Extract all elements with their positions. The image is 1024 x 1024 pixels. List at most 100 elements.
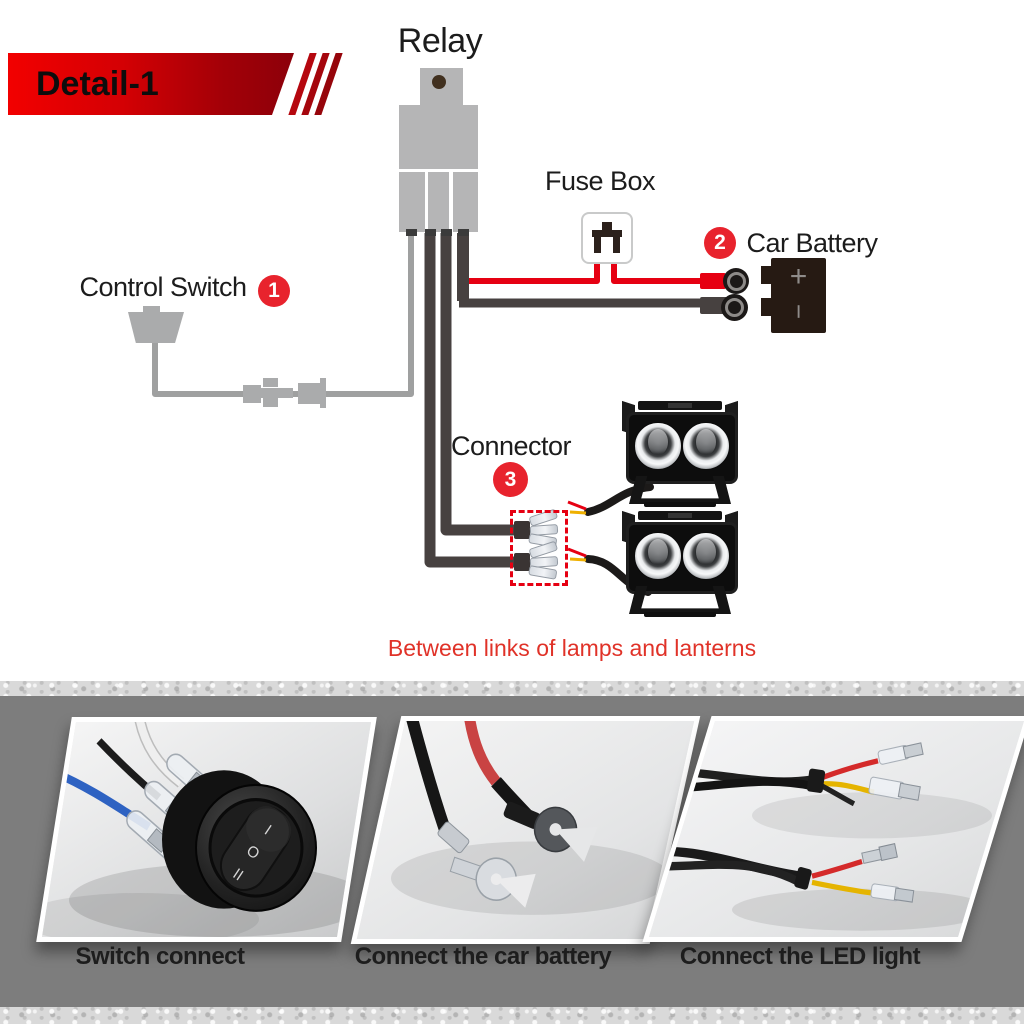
battery-minus-symbol: − — [784, 303, 814, 320]
fork-terminal-silver — [449, 856, 536, 908]
led-lens-left — [634, 422, 682, 470]
fuse-leg-right — [613, 237, 620, 253]
led-lens-left — [634, 532, 682, 580]
photo-shadow — [732, 888, 992, 931]
car-battery-badge: 2 — [704, 227, 736, 259]
led-pod-housing — [626, 522, 738, 594]
battery-plus-symbol: + — [789, 260, 808, 293]
connector-label: Connector — [450, 431, 572, 461]
white-wire — [135, 722, 184, 787]
fuse-leg-left — [594, 237, 601, 253]
lower-tip-red-wire — [567, 547, 587, 558]
relay-socket-3 — [453, 172, 478, 232]
connector-highlight-box — [510, 510, 568, 586]
battery-tab-positive — [761, 266, 772, 284]
car-battery-badge-number: 2 — [714, 231, 726, 254]
battery-photo — [356, 721, 695, 939]
wire-wrap-upper — [806, 768, 826, 793]
red-terminal-block — [700, 273, 726, 289]
spade-terminal-lower-2 — [870, 883, 915, 903]
detail-banner-label: Detail-1 — [36, 64, 159, 103]
lower-tip-yellow-wire — [569, 557, 587, 562]
red-battery-wire — [463, 721, 501, 786]
black-battery-wire — [405, 721, 451, 833]
relay-icon — [398, 66, 480, 240]
led-pod-lower — [616, 510, 744, 620]
photo-background — [648, 721, 1024, 937]
caption-switch-connect: Switch connect — [75, 943, 245, 970]
red-power-wire — [459, 252, 600, 284]
fuse-tab — [602, 222, 612, 231]
relay-socket-2 — [428, 172, 449, 232]
relay-pin-4 — [458, 229, 469, 236]
led-lens-right — [682, 532, 730, 580]
led-pod-housing — [626, 412, 738, 484]
photo-shadow — [41, 892, 259, 937]
led-lens-right — [682, 422, 730, 470]
led-pod-top-notch — [668, 403, 692, 408]
upper-tip-yellow-wire — [569, 510, 587, 515]
yellow-lead-lower — [811, 879, 873, 896]
led-pod-upper — [616, 400, 744, 510]
ring-terminal-positive — [723, 268, 749, 294]
switch-body — [128, 312, 184, 343]
caption-connect-led: Connect the LED light — [679, 943, 921, 970]
car-battery-label: Car Battery — [746, 228, 878, 258]
bottom-section: I O II — [0, 681, 1024, 1024]
switch-wire-plug-b-mid — [261, 388, 293, 398]
control-switch-icon — [128, 306, 186, 344]
wire-wrap-lower — [794, 866, 812, 890]
red-lead-lower — [811, 858, 863, 879]
switch-photo: I O II — [41, 722, 372, 937]
led-pod-mount-foot — [644, 502, 716, 507]
lower-connector-housing — [514, 553, 530, 571]
switch-wire-plug-b-bottom — [263, 398, 278, 407]
control-switch-badge: 1 — [258, 275, 290, 307]
switch-wire-plug-c — [298, 383, 320, 404]
relay-label: Relay — [397, 22, 483, 60]
led-lens-highlight — [696, 429, 716, 455]
led-lens-highlight — [696, 539, 716, 565]
ring-terminal-negative — [721, 294, 748, 321]
spade-terminal-upper-2 — [868, 776, 921, 801]
detail-banner: Detail-1 — [8, 53, 294, 115]
rocker-switch-rocker: I O II — [219, 806, 292, 892]
battery-tab-negative — [761, 298, 772, 316]
relay-pin-1 — [406, 229, 417, 236]
photo-panel-switch: I O II — [36, 717, 377, 942]
photo-shadow — [752, 792, 992, 839]
connector-badge: 3 — [493, 462, 528, 497]
spade-terminal-upper-1 — [877, 742, 924, 765]
upper-tip-red-wire — [567, 500, 587, 511]
photo-panel-battery — [350, 716, 701, 944]
car-battery-icon: + − — [771, 258, 826, 333]
relay-pin-3 — [441, 229, 452, 236]
fuse-box-label: Fuse Box — [544, 166, 656, 196]
switch-top-tab — [143, 306, 160, 313]
switch-wire-plug-b-top — [263, 378, 278, 387]
red-lead-upper — [821, 758, 879, 781]
fuse-box-icon — [581, 212, 633, 264]
ring-terminal-positive-hole — [726, 271, 746, 291]
connector-badge-number: 3 — [504, 467, 517, 491]
output-wire-inner — [440, 233, 520, 536]
output-wire-outer — [424, 233, 520, 568]
photo-panel-led — [642, 716, 1024, 942]
relay-body — [399, 105, 478, 169]
switch-wire-plug-a — [243, 385, 261, 403]
texture-strip-top — [0, 681, 1024, 696]
switch-wire — [152, 236, 414, 397]
led-pod-mount-foot — [644, 612, 716, 617]
diagram-caption: Between links of lamps and lanterns — [387, 635, 757, 661]
led-pod-top-notch — [668, 513, 692, 518]
upper-connector-housing — [514, 521, 530, 539]
led-lens-highlight — [648, 539, 668, 565]
ring-terminal-negative-hole — [725, 298, 744, 317]
spade-terminal-lower-1 — [861, 843, 898, 865]
relay-socket-1 — [399, 172, 425, 232]
relay-pin-2 — [425, 229, 436, 236]
black-lead-upper — [820, 783, 856, 807]
relay-mount-hole — [432, 75, 446, 89]
control-switch-label: Control Switch — [79, 272, 247, 302]
